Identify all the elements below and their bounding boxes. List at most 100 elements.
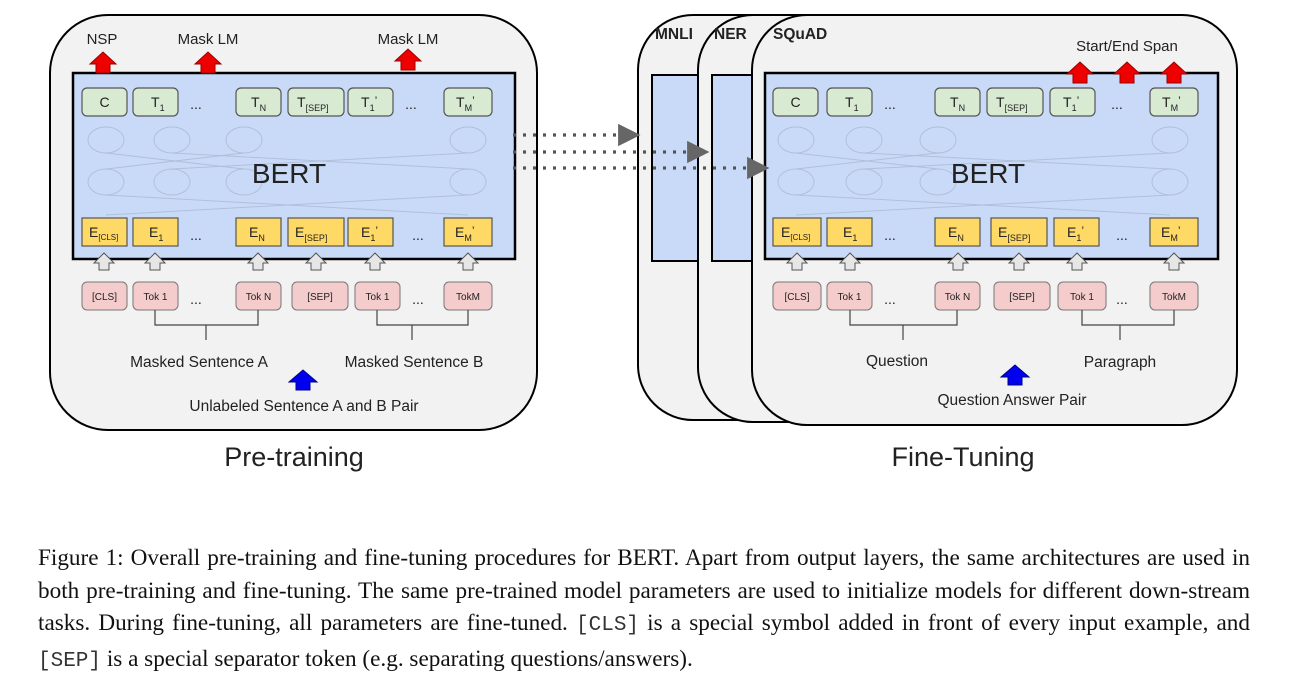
pretraining-output-token-row: C T1 ... TN T[SEP] T1’ ... TM’	[81, 87, 493, 117]
start-end-span-label: Start/End Span	[1076, 38, 1178, 55]
embedding-box	[347, 217, 394, 247]
input-token-tok1: Tok 1	[144, 292, 168, 303]
finetuning-input-arrow	[999, 364, 1031, 386]
input-token-tokn: Tok N	[945, 292, 971, 303]
nsp-output-arrow	[88, 51, 118, 74]
input-token-sep: [SEP]	[307, 292, 333, 303]
embedding-box	[132, 217, 179, 247]
embedding-box	[443, 217, 493, 247]
input-token-box	[81, 281, 128, 311]
mask-lm-label-2: Mask LM	[378, 31, 439, 48]
pretraining-segment-brackets	[154, 310, 469, 340]
input-token-tokm: TokM	[456, 292, 480, 303]
ellipsis: ...	[190, 291, 202, 307]
caption-cls-token: [CLS]	[576, 614, 640, 638]
ellipsis: ...	[412, 227, 424, 243]
input-token-tok1-b: Tok 1	[1070, 292, 1094, 303]
mask-lm-output-arrow-1	[193, 51, 223, 74]
finetuning-input-arrows	[785, 252, 1186, 271]
ellipsis: ...	[190, 227, 202, 243]
question-label: Question	[866, 353, 928, 370]
span-output-arrow	[1159, 61, 1189, 84]
input-token-box	[993, 281, 1051, 311]
output-token-box	[1149, 87, 1199, 117]
input-token-cls: [CLS]	[92, 292, 117, 303]
task-ner: NER	[714, 26, 747, 43]
input-token-cls: [CLS]	[784, 292, 809, 303]
pretraining-input-label: Unlabeled Sentence A and B Pair	[189, 398, 418, 415]
output-token-c: C	[99, 94, 109, 110]
input-token-sep: [SEP]	[1009, 292, 1035, 303]
embedding-box	[1149, 217, 1199, 247]
output-token-box	[986, 87, 1044, 117]
finetuning-input-label: Question Answer Pair	[937, 392, 1086, 409]
finetuning-segment-brackets	[849, 310, 1175, 340]
task-squad: SQuAD	[773, 26, 827, 43]
pretraining-input-token-row: [CLS] Tok 1 ... Tok N [SEP] Tok 1 ... To…	[81, 281, 493, 311]
figure-caption: Figure 1: Overall pre-training and fine-…	[38, 542, 1250, 678]
caption-text-3: is a special separator token (e.g. separ…	[101, 645, 693, 672]
output-token-c: C	[790, 94, 800, 110]
input-token-tokn: Tok N	[246, 292, 272, 303]
embedding-box	[772, 217, 822, 247]
embedding-box	[990, 217, 1048, 247]
span-output-arrow	[1065, 61, 1095, 84]
output-token-box	[81, 87, 128, 117]
mask-lm-label-1: Mask LM	[178, 31, 239, 48]
finetuning-panel: MNLI NER SQuAD BERT Start/End Span	[637, 14, 1238, 472]
ellipsis: ...	[1111, 96, 1123, 112]
ellipsis: ...	[884, 291, 896, 307]
input-token-tok1: Tok 1	[838, 292, 862, 303]
embedding-box	[1053, 217, 1100, 247]
pretraining-input-arrow	[287, 369, 319, 391]
output-token-box	[772, 87, 819, 117]
caption-text-2: is a special symbol added in front of ev…	[639, 610, 1250, 637]
ellipsis: ...	[884, 227, 896, 243]
mask-lm-output-arrow-2	[393, 48, 423, 71]
finetuning-title: Fine-Tuning	[891, 442, 1034, 472]
output-token-box	[934, 87, 981, 117]
input-token-box	[772, 281, 822, 311]
output-token-box	[1049, 87, 1096, 117]
input-token-tok1-b: Tok 1	[366, 292, 390, 303]
paragraph-label: Paragraph	[1084, 354, 1156, 371]
finetuning-bert-label: BERT	[951, 158, 1025, 189]
pretraining-input-arrows	[92, 252, 480, 271]
caption-sep-token: [SEP]	[38, 649, 102, 673]
embedding-box	[235, 217, 282, 247]
ellipsis: ...	[1116, 291, 1128, 307]
embedding-box	[826, 217, 873, 247]
embedding-box	[81, 217, 128, 247]
bert-diagram: BERT NSP Mask LM Mask LM C T1 ... TN T[S…	[49, 14, 1238, 472]
output-token-box	[826, 87, 873, 117]
output-token-box	[132, 87, 179, 117]
masked-sentence-a-label: Masked Sentence A	[130, 354, 269, 371]
ellipsis: ...	[412, 291, 424, 307]
output-token-box	[235, 87, 282, 117]
caption-text-1: Figure 1: Overall pre-training and fine-…	[38, 545, 1250, 637]
nsp-label: NSP	[87, 31, 118, 48]
ellipsis: ...	[190, 96, 202, 112]
input-token-box	[291, 281, 349, 311]
finetuning-embedding-row: E[CLS] E1 ... EN E[SEP] E1’ ... EM’	[772, 217, 1199, 247]
finetuning-output-token-row: C T1 ... TN T[SEP] T1’ ... TM’	[772, 87, 1199, 117]
output-token-box	[443, 87, 493, 117]
ellipsis: ...	[405, 96, 417, 112]
output-token-box	[287, 87, 345, 117]
input-token-tokm: TokM	[1162, 292, 1186, 303]
embedding-box	[934, 217, 981, 247]
ellipsis: ...	[884, 96, 896, 112]
ellipsis: ...	[1116, 227, 1128, 243]
pretraining-panel: BERT NSP Mask LM Mask LM C T1 ... TN T[S…	[49, 14, 538, 472]
pretraining-title: Pre-training	[224, 442, 364, 472]
pretraining-embedding-row: E[CLS] E1 ... EN E[SEP] E1’ ... EM’	[81, 217, 493, 247]
parameter-transfer-arrows	[513, 123, 770, 180]
finetuning-hidden-layers-decoration	[777, 126, 1189, 216]
span-output-arrow	[1112, 61, 1142, 84]
task-mnli: MNLI	[655, 26, 693, 43]
pretraining-hidden-layers-decoration	[87, 126, 487, 216]
output-token-box	[347, 87, 394, 117]
embedding-box	[287, 217, 345, 247]
masked-sentence-b-label: Masked Sentence B	[345, 354, 484, 371]
pretraining-bert-label: BERT	[252, 158, 326, 189]
